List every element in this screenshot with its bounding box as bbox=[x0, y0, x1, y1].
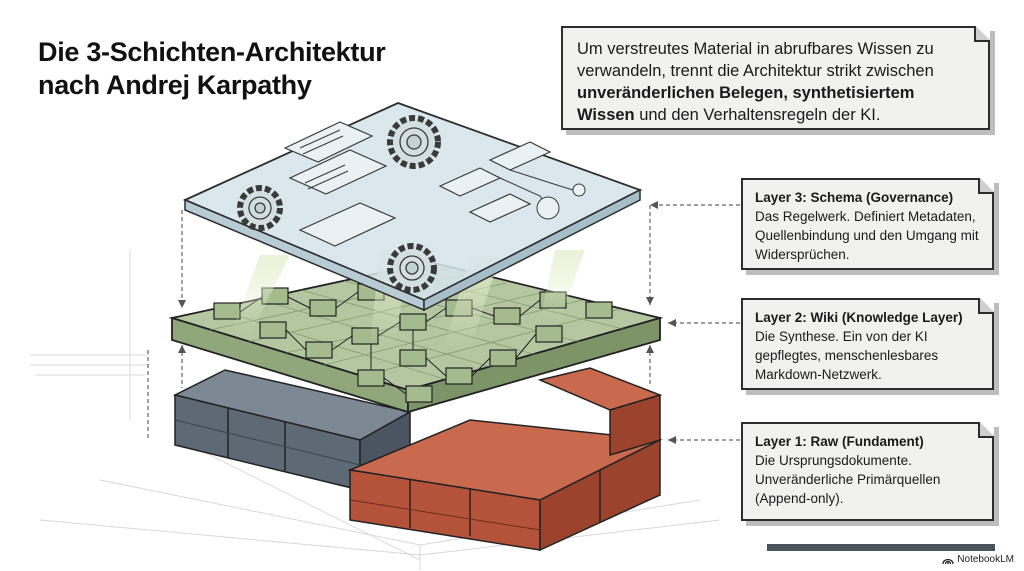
notebooklm-logo-icon bbox=[942, 558, 954, 564]
decorative-bar bbox=[767, 544, 995, 551]
callout-layer-3: Layer 3: Schema (Governance) Das Regelwe… bbox=[741, 178, 994, 270]
page-title: Die 3-Schichten-Architektur nach Andrej … bbox=[38, 36, 386, 102]
callout-layer-3-title: Layer 3: Schema (Governance) bbox=[755, 190, 954, 205]
title-line-1: Die 3-Schichten-Architektur bbox=[38, 37, 386, 67]
layer-raw-foundation bbox=[172, 367, 663, 552]
callout-layer-1: Layer 1: Raw (Fundament) Die Ursprungsdo… bbox=[741, 422, 994, 521]
title-line-2: nach Andrej Karpathy bbox=[38, 70, 312, 100]
arrowheads bbox=[178, 201, 676, 444]
callout-layer-3-body: Das Regelwerk. Definiert Metadaten, Quel… bbox=[755, 209, 979, 262]
callout-layer-2: Layer 2: Wiki (Knowledge Layer) Die Synt… bbox=[741, 298, 994, 390]
intro-text-1: Um verstreutes Material in abrufbares Wi… bbox=[577, 40, 934, 80]
brand-name: NotebookLM bbox=[957, 554, 1014, 565]
callout-layer-2-body: Die Synthese. Ein von der KI gepflegtes,… bbox=[755, 329, 939, 382]
layer-wiki-slab bbox=[168, 261, 664, 414]
layer-schema-glass bbox=[182, 102, 643, 312]
callout-layer-2-title: Layer 2: Wiki (Knowledge Layer) bbox=[755, 310, 963, 325]
callout-layer-1-title: Layer 1: Raw (Fundament) bbox=[755, 434, 924, 449]
callout-layer-1-body: Die Ursprungsdokumente. Unveränderliche … bbox=[755, 453, 941, 506]
brand-footer: NotebookLM bbox=[942, 554, 1014, 565]
intro-text-2: und den Verhaltensregeln der KI. bbox=[634, 106, 881, 124]
gear-icon bbox=[237, 115, 441, 293]
intro-text-bold: unveränderlichen Belegen, synthetisierte… bbox=[577, 84, 915, 124]
intro-note: Um verstreutes Material in abrufbares Wi… bbox=[561, 26, 990, 130]
